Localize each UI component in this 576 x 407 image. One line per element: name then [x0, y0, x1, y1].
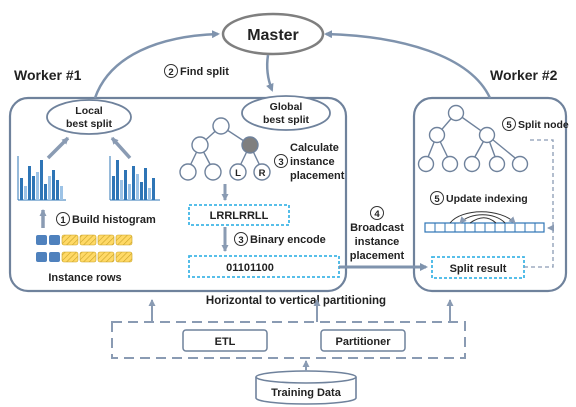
master-to-global-arrow [265, 54, 274, 92]
step5a-number: 5 [506, 120, 512, 131]
training-data-label: Training Data [271, 387, 342, 399]
step3a-number: 3 [278, 157, 283, 168]
training-data-cylinder [255, 370, 357, 405]
etl-box [182, 329, 268, 352]
step4-number: 4 [374, 209, 380, 220]
build-histogram-label: Build histogram [72, 214, 156, 226]
hist-right-arrow [110, 136, 132, 160]
global-best-split-line1: Global [270, 101, 303, 113]
master-node [221, 12, 325, 56]
partitioner-box [320, 329, 406, 352]
step5a-badge [502, 117, 516, 131]
update-indexing-label: Update indexing [446, 193, 528, 205]
tree-right-label: R [259, 168, 266, 179]
partitioning-label: Horizontal to vertical partitioning [206, 295, 386, 307]
etl-label: ETL [215, 336, 236, 348]
split-node-label: Split node [518, 119, 569, 131]
calc-placement-line2: instance [290, 156, 335, 168]
placement-string: LRRLRRLL [210, 210, 269, 222]
global-best-split [241, 95, 331, 131]
step3b-badge [234, 232, 248, 246]
partitioning-box [111, 321, 466, 359]
step1-badge [56, 212, 70, 226]
worker1-box [8, 96, 348, 293]
worker2-label: Worker #2 [490, 67, 558, 83]
step3a-badge [274, 154, 288, 168]
master-label: Master [247, 27, 299, 44]
local-best-split [46, 99, 132, 135]
broadcast-line1: Broadcast [350, 222, 404, 234]
placement-string-box [188, 204, 290, 226]
binary-encode-label: Binary encode [250, 234, 326, 246]
step1-number: 1 [60, 215, 66, 226]
encoded-string: 01101100 [226, 262, 274, 274]
find-split-label: Find split [180, 66, 229, 78]
step5b-badge [430, 191, 444, 205]
worker1-to-master-arrow [93, 30, 220, 99]
step3b-number: 3 [238, 235, 243, 246]
tree-left-label: L [235, 168, 241, 179]
worker2-tree [417, 104, 529, 173]
step2-number: 2 [168, 67, 173, 78]
split-result-label: Split result [450, 263, 507, 275]
histogram-left [17, 156, 66, 201]
calc-placement-line1: Calculate [290, 142, 339, 154]
global-tree [179, 117, 271, 181]
step2-badge [164, 64, 178, 78]
broadcast-line2: instance [355, 236, 400, 248]
broadcast-line3: placement [350, 250, 405, 262]
calc-placement-line3: placement [290, 170, 345, 182]
hist-left-arrow [46, 136, 70, 160]
histogram-right [109, 156, 160, 201]
step4-badge [370, 206, 384, 220]
split-result-to-index-connector [524, 139, 554, 268]
local-best-split-line1: Local [75, 105, 103, 117]
index-array [424, 211, 545, 233]
worker2-to-master-arrow [324, 30, 492, 99]
instance-rows-label: Instance rows [48, 272, 121, 284]
step5b-number: 5 [434, 194, 440, 205]
partitioner-label: Partitioner [335, 336, 391, 348]
instance-rows-graphic [36, 234, 133, 263]
worker1-label: Worker #1 [14, 67, 82, 83]
local-best-split-line2: best split [66, 118, 113, 130]
global-best-split-line2: best split [263, 114, 310, 126]
